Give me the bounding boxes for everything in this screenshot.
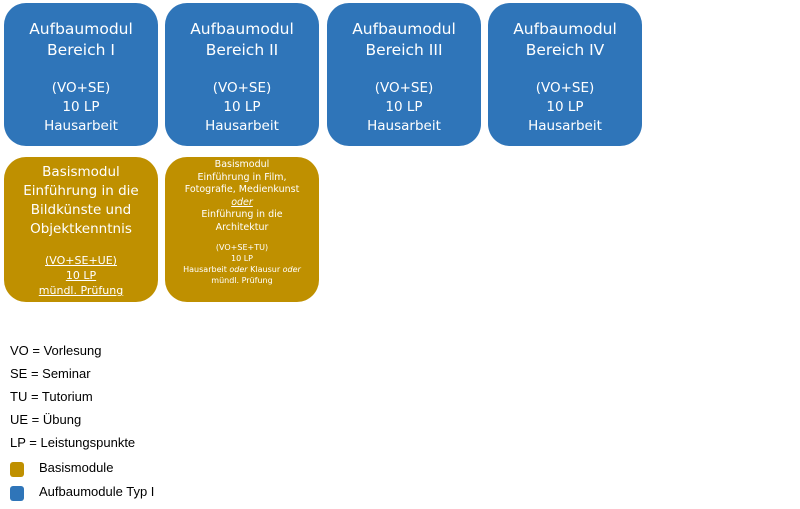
module-credits: 10 LP bbox=[546, 99, 584, 115]
or-word: oder bbox=[229, 265, 248, 274]
legend-color-label: Aufbaumodule Typ I bbox=[39, 484, 155, 499]
basismodul-film-architektur: Basismodul Einführung in Film, Fotografi… bbox=[165, 157, 319, 302]
module-title: Aufbaumodul bbox=[352, 20, 456, 38]
gold-swatch bbox=[10, 462, 24, 477]
legend-abbreviation: UE = Übung bbox=[10, 412, 82, 427]
module-credits: 10 LP bbox=[62, 99, 100, 115]
legend-color-label: Basismodule bbox=[39, 460, 114, 475]
aufbaumodul-bereich-3: Aufbaumodul Bereich III (VO+SE) 10 LP Ha… bbox=[327, 3, 481, 146]
aufbaumodul-bereich-4: Aufbaumodul Bereich IV (VO+SE) 10 LP Hau… bbox=[488, 3, 642, 146]
module-subject-line: Bildkünste und bbox=[30, 202, 132, 218]
exam-option: Hausarbeit bbox=[183, 265, 227, 274]
legend-abbreviation: TU = Tutorium bbox=[10, 389, 93, 404]
module-title: Basismodul bbox=[214, 159, 270, 170]
module-subject-line: Architektur bbox=[215, 221, 269, 233]
module-format: (VO+SE) bbox=[212, 80, 272, 96]
module-exam: Hausarbeit bbox=[44, 118, 118, 134]
module-exam: Hausarbeit oder Klausur oder bbox=[183, 264, 301, 275]
module-title: Basismodul bbox=[42, 164, 120, 180]
module-exam: mündl. Prüfung bbox=[38, 284, 124, 297]
module-title: Aufbaumodul bbox=[190, 20, 294, 38]
or-word: oder bbox=[231, 196, 253, 208]
module-subject-line: Objektkenntnis bbox=[30, 221, 132, 237]
module-subject-line: Fotografie, Medienkunst bbox=[184, 184, 300, 195]
module-credits: 10 LP bbox=[230, 254, 253, 263]
legend-abbreviation: SE = Seminar bbox=[10, 366, 91, 381]
or-word: oder bbox=[282, 265, 301, 274]
legend-abbreviation: LP = Leistungspunkte bbox=[10, 435, 136, 450]
module-exam-cont: mündl. Prüfung bbox=[211, 276, 273, 285]
module-format: (VO+SE) bbox=[51, 80, 111, 96]
legend-abbreviation: VO = Vorlesung bbox=[10, 343, 102, 358]
module-area: Bereich II bbox=[205, 41, 279, 59]
exam-option: Klausur bbox=[250, 265, 281, 274]
aufbaumodul-bereich-1: Aufbaumodul Bereich I (VO+SE) 10 LP Haus… bbox=[4, 3, 158, 146]
module-subject-line: Einführung in Film, bbox=[197, 171, 287, 183]
module-format: (VO+SE+TU) bbox=[215, 243, 269, 252]
module-credits: 10 LP bbox=[65, 269, 97, 282]
module-credits: 10 LP bbox=[385, 99, 423, 115]
module-title: Aufbaumodul bbox=[29, 20, 133, 38]
basismodul-bildkuenste: Basismodul Einführung in die Bildkünste … bbox=[4, 157, 158, 302]
module-exam: Hausarbeit bbox=[205, 118, 279, 134]
module-area: Bereich IV bbox=[525, 41, 605, 59]
abbreviation-legend: VO = Vorlesung SE = Seminar TU = Tutoriu… bbox=[10, 341, 135, 456]
module-subject-line: Einführung in die bbox=[23, 183, 139, 199]
module-format: (VO+SE) bbox=[535, 80, 595, 96]
module-exam: Hausarbeit bbox=[367, 118, 441, 134]
module-area: Bereich I bbox=[47, 41, 115, 59]
module-format: (VO+SE+UE) bbox=[45, 254, 117, 267]
module-format: (VO+SE) bbox=[374, 80, 434, 96]
blue-swatch bbox=[10, 486, 24, 501]
module-subject-line: Einführung in die bbox=[201, 209, 283, 220]
aufbaumodul-bereich-2: Aufbaumodul Bereich II (VO+SE) 10 LP Hau… bbox=[165, 3, 319, 146]
module-exam: Hausarbeit bbox=[528, 118, 602, 134]
module-title: Aufbaumodul bbox=[513, 20, 617, 38]
module-area: Bereich III bbox=[365, 41, 443, 59]
module-credits: 10 LP bbox=[223, 99, 261, 115]
